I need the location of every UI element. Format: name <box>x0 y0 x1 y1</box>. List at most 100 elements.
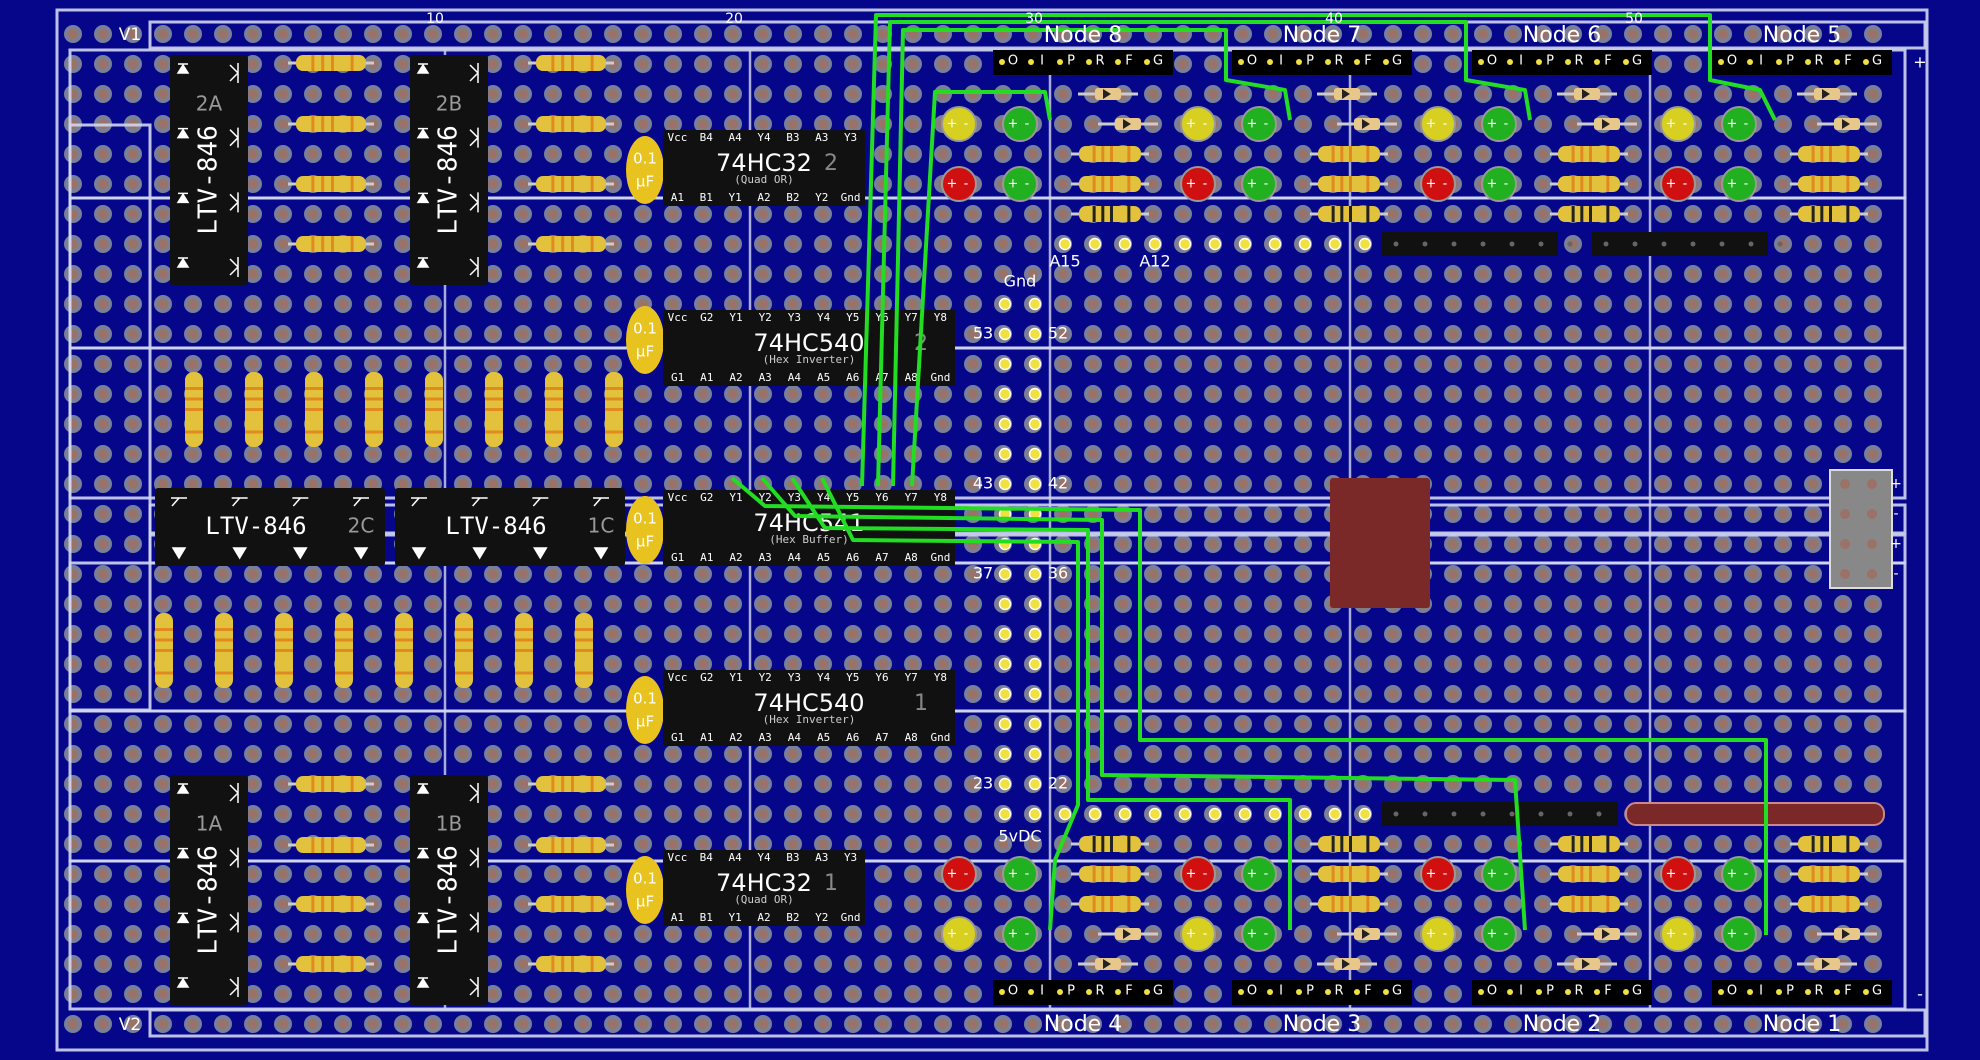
hole <box>548 359 558 369</box>
header-pin-label: O <box>1008 984 1018 999</box>
hole <box>938 1019 948 1029</box>
resistor <box>215 613 233 688</box>
hole <box>1658 299 1668 309</box>
hole <box>1388 959 1398 969</box>
ic-pin-label: A3 <box>815 851 828 864</box>
hole <box>848 479 858 489</box>
header-pin-label: O <box>1487 54 1497 69</box>
hole <box>638 479 648 489</box>
hole <box>878 59 888 69</box>
led-sign: + <box>1247 117 1258 132</box>
hole <box>1568 629 1578 639</box>
hole <box>1478 419 1488 429</box>
led: +- <box>1180 166 1216 202</box>
hole <box>1358 749 1368 759</box>
hole <box>278 359 288 369</box>
hole <box>1868 29 1878 39</box>
hole <box>1598 269 1608 279</box>
resistor-band <box>350 236 354 252</box>
hole <box>1208 149 1218 159</box>
header-pin-label: P <box>1786 54 1794 69</box>
hole <box>1028 959 1038 969</box>
hole <box>1628 209 1638 219</box>
hole <box>1088 329 1098 339</box>
led-sign: + <box>1186 177 1197 192</box>
resistor-band <box>395 671 413 675</box>
hole <box>1508 479 1518 489</box>
hole <box>428 659 438 669</box>
hole <box>518 869 528 879</box>
hole <box>1418 419 1428 429</box>
hole <box>818 269 828 279</box>
hole <box>1268 689 1278 699</box>
hole <box>638 389 648 399</box>
hole <box>1628 569 1638 579</box>
resistor <box>528 55 614 71</box>
hole <box>1718 629 1728 639</box>
hole <box>1538 749 1548 759</box>
hole <box>1298 149 1308 159</box>
resistor-band <box>515 671 533 675</box>
hole <box>1658 269 1668 279</box>
hole <box>428 629 438 639</box>
hole <box>398 839 408 849</box>
hole <box>278 119 288 129</box>
led-sign: - <box>1744 117 1749 132</box>
hole <box>428 329 438 339</box>
hole <box>368 1019 378 1029</box>
hole <box>458 689 468 699</box>
hole <box>1448 299 1458 309</box>
resistor-band <box>331 176 334 192</box>
resistor-band <box>571 837 574 853</box>
resistor-band <box>275 671 293 675</box>
hole <box>668 599 678 609</box>
hole <box>1538 119 1548 129</box>
hole <box>1028 209 1038 219</box>
resistor-band <box>561 55 565 71</box>
header-pad <box>1238 59 1244 65</box>
hole <box>1268 449 1278 459</box>
hole <box>608 719 618 729</box>
hole <box>128 539 138 549</box>
hole <box>788 629 798 639</box>
hole <box>1238 1019 1248 1029</box>
hole <box>368 359 378 369</box>
hole <box>128 779 138 789</box>
hole <box>1778 629 1788 639</box>
ic-pin-label: Y1 <box>729 671 742 684</box>
header-pin-label: P <box>1306 984 1314 999</box>
resistor <box>288 55 374 71</box>
hole <box>1598 299 1608 309</box>
resistor-band <box>321 55 325 71</box>
ic-pin-label: Y7 <box>905 491 918 504</box>
hole <box>698 239 708 249</box>
hole <box>608 929 618 939</box>
hole <box>1868 689 1878 699</box>
hole <box>1628 839 1638 849</box>
resistor-band <box>551 776 555 792</box>
hole <box>758 239 768 249</box>
hole <box>1268 899 1278 909</box>
hole <box>788 119 798 129</box>
resistor <box>545 372 563 447</box>
resistor-band <box>331 116 334 132</box>
header-pin-label: I <box>1759 54 1763 69</box>
resistor-band <box>1340 896 1344 912</box>
resistor-band <box>1589 146 1592 162</box>
header-pin-label: P <box>1306 54 1314 69</box>
resistor <box>455 613 473 688</box>
hole <box>518 929 528 939</box>
hole <box>1208 1019 1218 1029</box>
hole <box>308 209 318 219</box>
hole <box>848 809 858 819</box>
hole <box>1598 749 1608 759</box>
hole <box>1688 269 1698 279</box>
hole <box>458 1019 468 1029</box>
hole <box>1298 689 1308 699</box>
led: +- <box>1241 106 1277 142</box>
hole <box>848 659 858 669</box>
resistor-band <box>1349 146 1352 162</box>
hole <box>1808 779 1818 789</box>
